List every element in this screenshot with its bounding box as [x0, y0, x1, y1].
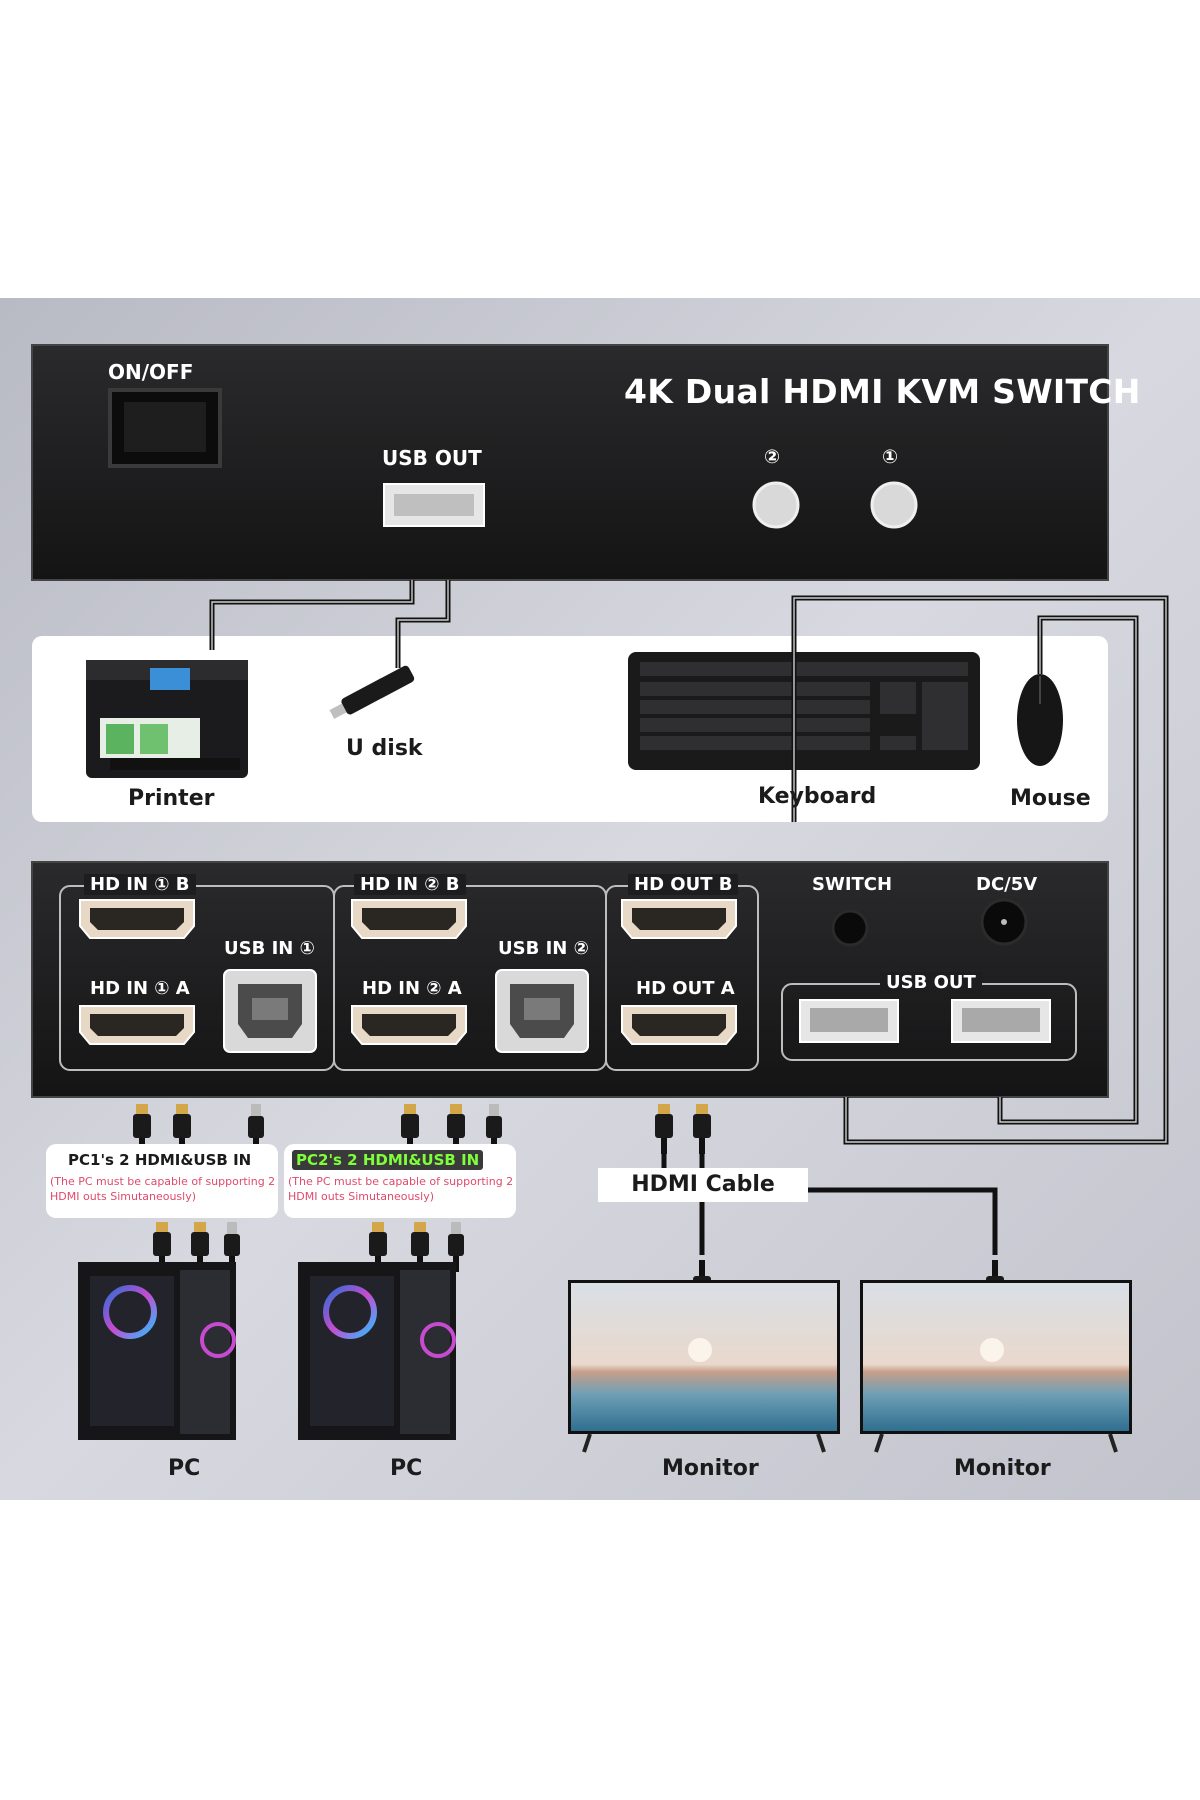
rear-usb-out-label: USB OUT	[880, 972, 982, 993]
hdmi-in-2b-label: HD IN ② B	[354, 874, 466, 895]
button-2-label: ②	[764, 446, 781, 468]
switch-button-2[interactable]	[752, 481, 800, 529]
usb-in-1-port[interactable]	[223, 969, 317, 1053]
printer-label: Printer	[128, 786, 215, 811]
hdmi-in-1a-label: HD IN ① A	[90, 978, 190, 999]
button-1-label: ①	[882, 446, 899, 468]
usb-in-2-label: USB IN ②	[498, 938, 589, 959]
hdmi-out-a-label: HD OUT A	[636, 978, 735, 999]
hdmi-cable-label: HDMI Cable	[598, 1168, 808, 1202]
rear-usb-out-port-1[interactable]	[799, 999, 899, 1043]
pc2-note-requirement: (The PC must be capable of supporting 2 …	[288, 1175, 514, 1203]
pc1-note	[46, 1144, 278, 1218]
pc2-note-title: PC2's 2 HDMI&USB IN	[292, 1150, 484, 1170]
hdmi-in-1b-port[interactable]	[79, 899, 195, 939]
rear-switch-label: SWITCH	[812, 874, 893, 895]
pc1-label: PC	[168, 1456, 201, 1481]
pc2-label: PC	[390, 1456, 423, 1481]
pc1-note-title: PC1's 2 HDMI&USB IN	[68, 1151, 252, 1169]
monitor1-label: Monitor	[662, 1456, 759, 1481]
mouse-image	[1017, 674, 1063, 766]
hdmi-in-1b-label: HD IN ① B	[84, 874, 196, 895]
printer-image	[86, 660, 248, 778]
switch-button-1[interactable]	[870, 481, 918, 529]
hdmi-in-2a-port[interactable]	[351, 1005, 467, 1045]
hdmi-in-2b-port[interactable]	[351, 899, 467, 939]
hdmi-out-b-port[interactable]	[621, 899, 737, 939]
rear-switch-jack[interactable]	[831, 909, 869, 947]
u-disk-label: U disk	[346, 736, 423, 761]
cables-inner-white	[211, 580, 1167, 1143]
mouse-label: Mouse	[1010, 786, 1091, 811]
pc1-note-requirement: (The PC must be capable of supporting 2 …	[50, 1175, 276, 1203]
usb-in-2-port[interactable]	[495, 969, 589, 1053]
usb-in-1-label: USB IN ①	[224, 938, 315, 959]
monitor2-label: Monitor	[954, 1456, 1051, 1481]
switch-title: 4K Dual HDMI KVM SWITCH	[624, 372, 1141, 411]
monitor1-image	[568, 1280, 840, 1453]
keyboard-image	[628, 652, 980, 770]
pc2-image	[298, 1262, 456, 1440]
hdmi-in-1a-port[interactable]	[79, 1005, 195, 1045]
hdmi-out-a-port[interactable]	[621, 1005, 737, 1045]
hdmi-out-b-label: HD OUT B	[628, 874, 739, 895]
power-switch-label: ON/OFF	[108, 360, 194, 384]
keyboard-label: Keyboard	[758, 784, 877, 809]
dc-power-label: DC/5V	[976, 874, 1038, 895]
hdmi-in-2a-label: HD IN ② A	[362, 978, 462, 999]
front-usb-out-label: USB OUT	[382, 446, 482, 470]
rear-usb-out-port-2[interactable]	[951, 999, 1051, 1043]
pc1-image	[78, 1262, 236, 1440]
u-disk-image	[329, 665, 415, 719]
monitor2-image	[860, 1280, 1132, 1453]
